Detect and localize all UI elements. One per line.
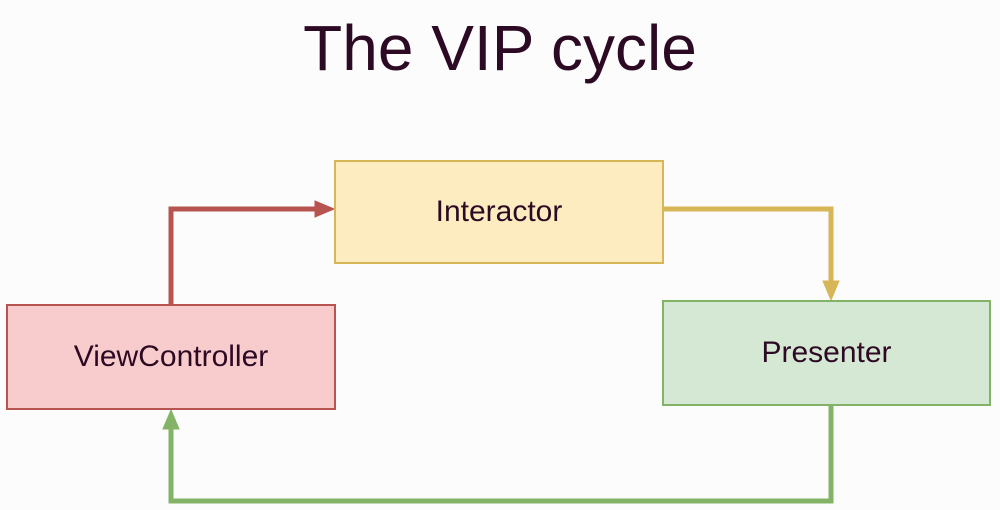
page-title: The VIP cycle xyxy=(303,12,697,84)
edge-viewcontroller-to-interactor xyxy=(168,200,336,304)
node-viewcontroller-label: ViewController xyxy=(73,340,269,373)
arrowhead-icon-presenter-to-vc xyxy=(162,408,180,430)
arrowhead-icon-interactor-to-presenter xyxy=(822,280,840,302)
edge-presenter-to-viewcontroller xyxy=(162,406,834,504)
edge-path-presenter-to-vc xyxy=(168,406,834,504)
edge-path-interactor-to-presenter xyxy=(664,206,834,288)
node-presenter-label: Presenter xyxy=(761,336,892,369)
edge-interactor-to-presenter xyxy=(664,206,840,302)
edge-path-vc-to-interactor xyxy=(168,206,322,304)
node-interactor[interactable]: Interactor xyxy=(334,160,664,264)
arrowhead-icon-vc-to-interactor xyxy=(314,200,336,218)
node-presenter[interactable]: Presenter xyxy=(662,300,991,406)
node-viewcontroller[interactable]: ViewController xyxy=(6,304,336,410)
node-interactor-label: Interactor xyxy=(435,195,563,228)
